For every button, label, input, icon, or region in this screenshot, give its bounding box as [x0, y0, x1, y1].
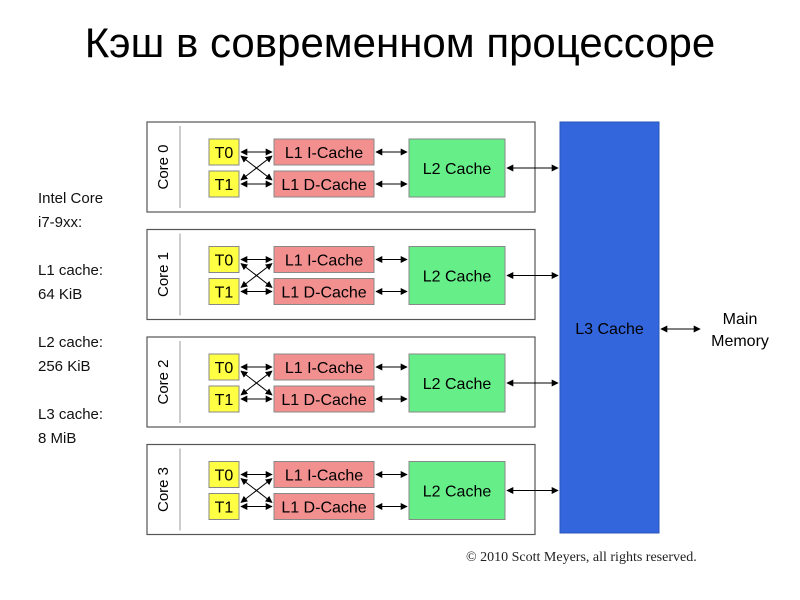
l2-size-label: L2 cache: — [38, 334, 104, 351]
arrow-t1-l1i — [240, 478, 273, 503]
l1-dcache-label: L1 D-Cache — [281, 285, 366, 302]
page-title: Кэш в современном процессоре — [84, 19, 716, 66]
thread-t0-box — [208, 353, 240, 381]
main-memory-label-line2: Memory — [711, 333, 769, 350]
l2-cache-label: L2 Cache — [423, 161, 492, 178]
main-memory-label-line1: Main — [723, 311, 758, 328]
l2-size-value: 256 KiB — [38, 358, 91, 375]
l1-dcache-label: L1 D-Cache — [281, 500, 366, 517]
thread-t1-label: T1 — [215, 392, 234, 409]
l3-size-label: L3 cache: — [38, 406, 104, 423]
thread-t1-box — [208, 170, 240, 198]
thread-t0-label: T0 — [215, 468, 234, 485]
thread-t1-box — [208, 493, 240, 520]
thread-t0-box — [208, 138, 240, 166]
thread-t1-box — [208, 385, 240, 413]
thread-t1-label: T1 — [215, 500, 234, 517]
l1-icache-box — [273, 138, 375, 166]
l1-dcache-box — [273, 278, 375, 305]
core-label: Core 3 — [155, 467, 172, 512]
l2-cache-box — [408, 138, 506, 198]
cpu-model-line2: i7-9xx: — [38, 214, 83, 231]
l2-cache-box — [408, 246, 506, 305]
thread-t0-box — [208, 461, 240, 488]
l3-cache-box — [559, 121, 660, 534]
arrow-t1-l1i — [240, 155, 273, 181]
cpu-model-line1: Intel Core — [38, 190, 104, 207]
copyright-notice: © 2010 Scott Meyers, all rights reserved… — [466, 550, 697, 565]
l1-icache-label: L1 I-Cache — [285, 360, 363, 377]
l1-dcache-box — [273, 170, 375, 198]
l2-cache-label: L2 Cache — [423, 269, 492, 286]
l3-size-value: 8 MiB — [38, 430, 77, 447]
thread-t1-label: T1 — [215, 285, 234, 302]
l1-icache-label: L1 I-Cache — [285, 253, 363, 270]
l1-icache-box — [273, 246, 375, 273]
l1-icache-label: L1 I-Cache — [285, 145, 363, 162]
l2-cache-label: L2 Cache — [423, 376, 492, 393]
l1-size-label: L1 cache: — [38, 262, 104, 279]
thread-t1-label: T1 — [215, 177, 234, 194]
l1-size-value: 64 KiB — [38, 286, 83, 303]
l1-dcache-box — [273, 493, 375, 520]
thread-t0-label: T0 — [215, 360, 234, 377]
l1-dcache-label: L1 D-Cache — [281, 177, 366, 194]
thread-t0-label: T0 — [215, 253, 234, 270]
thread-t0-box — [208, 246, 240, 273]
l1-icache-label: L1 I-Cache — [285, 468, 363, 485]
thread-t0-label: T0 — [215, 145, 234, 162]
l2-cache-label: L2 Cache — [423, 484, 492, 501]
l2-cache-box — [408, 353, 506, 413]
l1-dcache-label: L1 D-Cache — [281, 392, 366, 409]
l1-icache-box — [273, 353, 375, 381]
l2-cache-box — [408, 461, 506, 520]
arrow-t1-l1i — [240, 263, 273, 288]
l1-dcache-box — [273, 385, 375, 413]
core-label: Core 1 — [155, 252, 172, 297]
core-label: Core 0 — [155, 144, 172, 189]
l3-cache-label: L3 Cache — [575, 321, 644, 338]
core-label: Core 2 — [155, 359, 172, 404]
l1-icache-box — [273, 461, 375, 488]
thread-t1-box — [208, 278, 240, 305]
arrow-t1-l1i — [240, 370, 273, 396]
